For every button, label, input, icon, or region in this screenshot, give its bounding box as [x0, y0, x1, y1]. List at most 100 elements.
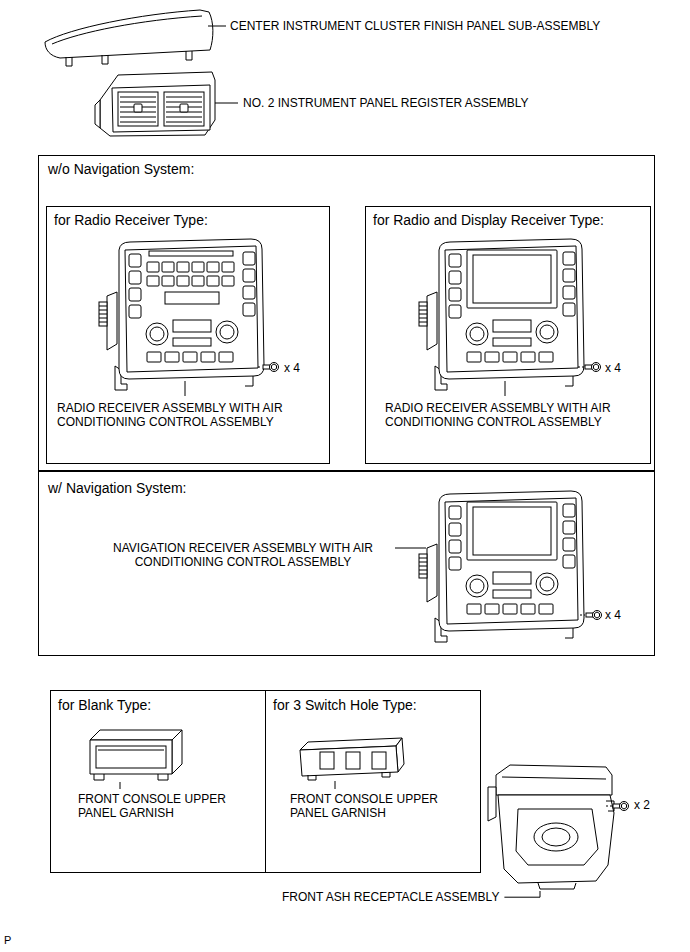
illustration-line [427, 544, 437, 602]
illustration-line [496, 765, 612, 795]
illustration-line [94, 774, 104, 780]
illustration-line [263, 365, 270, 369]
illustration-line [470, 579, 484, 593]
illustration-line [219, 352, 233, 362]
illustration-line [98, 750, 164, 751]
illustration-line [120, 102, 156, 103]
illustration-line [563, 286, 575, 299]
finish-panel-illustration [45, 10, 226, 66]
part-name: CENTER INSTRUMENT CLUSTER FINISH PANEL S… [230, 19, 600, 33]
radio-receiver-illustration [99, 239, 264, 390]
illustration-line [563, 504, 575, 517]
illustration-line [449, 557, 461, 570]
leader-line [120, 782, 121, 789]
variant-box: for Radio and Display Receiver Type:RADI… [365, 206, 651, 464]
illustration-line [300, 746, 398, 776]
illustration-line [162, 262, 174, 272]
illustration-line [125, 246, 258, 372]
variant-box: w/ Navigation System:NAVIGATION RECEIVER… [38, 471, 655, 656]
illustration-line [215, 103, 238, 104]
illustration-line [166, 102, 202, 103]
illustration-line [165, 292, 219, 304]
variant-box: for Radio Receiver Type:RADIO RECEIVER A… [46, 206, 330, 464]
illustration-line [183, 352, 197, 362]
illustration-line [419, 554, 427, 578]
part-name: FRONT CONSOLE UPPER PANEL GARNISH [290, 792, 455, 821]
illustration-line [95, 100, 100, 128]
screw-leader [258, 367, 262, 368]
illustration-line [419, 310, 427, 311]
illustration-line [146, 323, 168, 345]
illustration-line [586, 613, 593, 617]
illustration-line [536, 573, 558, 595]
illustration-line [162, 276, 174, 286]
illustration-line [99, 322, 107, 323]
illustration-line [129, 305, 141, 318]
illustration-line [120, 122, 156, 123]
illustration-line [90, 730, 182, 740]
illustration-line [449, 254, 461, 267]
illustration-line [192, 262, 204, 272]
illustration-line [186, 51, 192, 60]
illustration-line [467, 604, 481, 614]
illustration-line [107, 292, 117, 350]
illustration-line [382, 772, 390, 777]
illustration-line [563, 269, 575, 282]
illustration-line [419, 306, 427, 307]
illustration-line [243, 269, 255, 282]
illustration-line [149, 251, 233, 256]
illustration-line [521, 352, 535, 362]
illustration-line [498, 795, 614, 883]
switch-garnish-illustration [300, 738, 404, 780]
screw-leader [580, 615, 585, 616]
illustration-line [165, 352, 179, 362]
illustration-line [129, 288, 141, 301]
variant-box: w/o Navigation System: for Radio Receiver… [38, 155, 655, 471]
illustration-line [493, 320, 531, 332]
quantity-label: x 4 [284, 361, 300, 375]
section-heading: w/o Navigation System: [48, 161, 194, 178]
variant-box: for Blank Type:FRONT CONSOLE UPPER PANEL… [50, 690, 266, 873]
illustration-line [613, 804, 620, 808]
illustration-line [449, 271, 461, 284]
illustration-line [308, 775, 316, 780]
illustration-line [419, 566, 427, 567]
illustration-line [563, 538, 575, 551]
illustration-line [419, 574, 427, 575]
illustration-line [439, 239, 584, 379]
quantity-label: x 4 [605, 608, 621, 622]
part-name: RADIO RECEIVER ASSEMBLY WITH AIR CONDITI… [385, 401, 647, 430]
illustration-line [243, 303, 255, 316]
illustration-line [118, 92, 158, 126]
illustration-line [201, 352, 215, 362]
illustration-line [90, 740, 172, 774]
leader-line [335, 781, 336, 789]
screw-symbol [585, 363, 601, 372]
illustration-line [147, 262, 159, 272]
illustration-line [503, 604, 517, 614]
illustration-line [129, 271, 141, 284]
illustration-line [180, 104, 188, 112]
illustration-line [158, 774, 168, 780]
illustration-line [449, 288, 461, 301]
display-receiver-illustration [419, 491, 584, 642]
illustration-line [120, 117, 156, 118]
illustration-line [493, 338, 531, 346]
illustration-line [192, 276, 204, 286]
illustration-line [542, 828, 570, 846]
illustration-line [439, 491, 584, 631]
illustration-line [207, 262, 219, 272]
illustration-line [112, 85, 210, 132]
illustration-line [563, 252, 575, 265]
register-illustration [95, 72, 238, 136]
illustration-line [119, 239, 264, 379]
illustration-line [177, 276, 189, 286]
illustration-line [419, 314, 427, 315]
illustration-line [173, 320, 211, 332]
illustration-line [427, 292, 437, 350]
screw-leader [578, 367, 584, 368]
illustration-line [473, 255, 551, 303]
section-heading: w/ Navigation System: [48, 480, 187, 497]
illustration-line [270, 363, 279, 372]
illustration-line [540, 325, 554, 339]
